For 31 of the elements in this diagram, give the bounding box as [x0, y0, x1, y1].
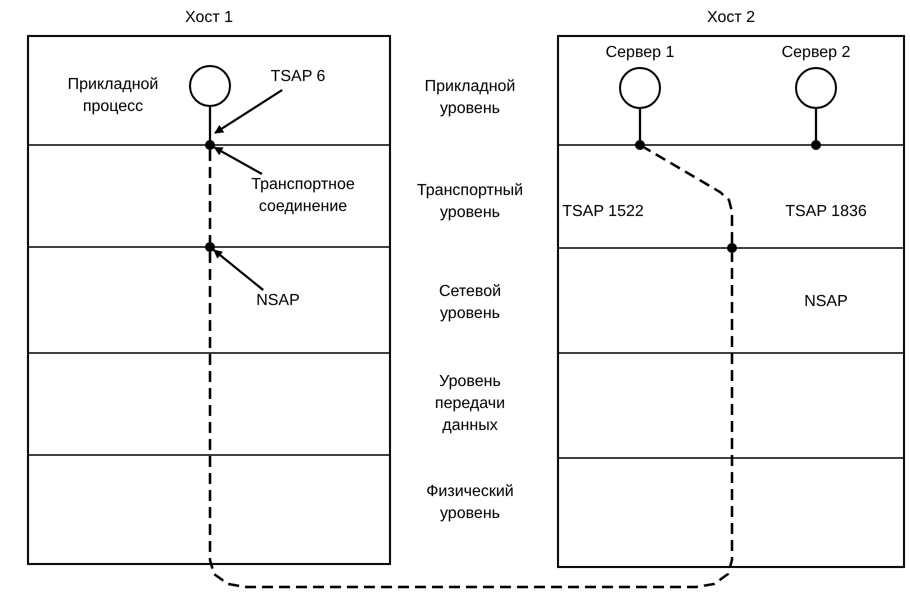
layer-label: Сетевой уровень	[438, 282, 502, 324]
leader-arrow	[214, 146, 262, 175]
process-circle	[189, 65, 231, 107]
address-label: TSAP 1836	[784, 202, 868, 222]
connection-dot	[205, 140, 215, 150]
layer-label: Прикладной уровень	[424, 77, 516, 119]
process-label: Прикладной процесс	[66, 75, 160, 117]
connection-line	[644, 146, 734, 243]
connection-line	[208, 252, 734, 588]
stem-line	[208, 107, 212, 140]
stem-line	[638, 109, 642, 140]
callout-text: TSAP 6	[256, 66, 340, 90]
leader-arrow	[213, 249, 264, 291]
connection-dot	[635, 140, 645, 150]
host-title: Хост 2	[706, 8, 756, 28]
callout-text: NSAP	[246, 290, 310, 314]
address-label: TSAP 1522	[561, 202, 645, 222]
host-title: Хост 1	[184, 8, 234, 28]
stem-line	[814, 109, 818, 140]
address-label: NSAP	[803, 292, 849, 312]
connection-dot	[205, 242, 215, 252]
connection-dot	[811, 140, 821, 150]
layer-label: Физический уровень	[425, 482, 515, 524]
connection-line	[208, 150, 212, 242]
layer-label: Уровень передачи данных	[434, 372, 506, 436]
server-label: Сервер 1	[604, 43, 676, 63]
callout-text: Транспортное соединение	[236, 174, 370, 220]
leader-arrow	[214, 89, 283, 134]
server-label: Сервер 2	[780, 43, 852, 63]
connection-dot	[727, 243, 737, 253]
layer-label: Транспортный уровень	[416, 181, 524, 223]
